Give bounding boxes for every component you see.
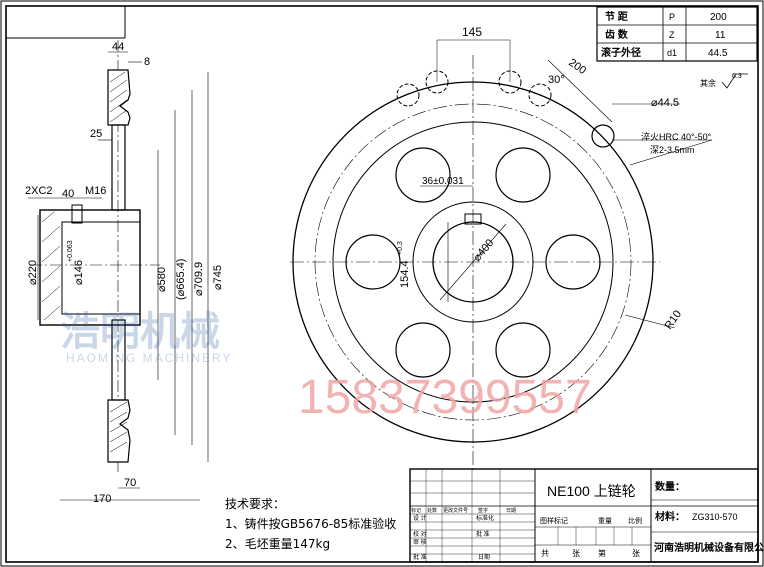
- dim-d745: ⌀745: [212, 265, 224, 290]
- company-watermark: 浩明机械 HAOMING MACHINERY: [60, 309, 232, 365]
- inner-border: [5, 5, 759, 563]
- std-label: 标准化: [476, 514, 494, 522]
- row-check: 校 对: [413, 530, 427, 538]
- svg-text:其余: 其余: [700, 78, 716, 88]
- company-name: 河南浩明机械设备有限公司: [654, 541, 764, 554]
- dim-pitch-145: 145: [462, 25, 482, 39]
- rim-inner-circle: [332, 121, 614, 403]
- material-label: 材料：: [655, 510, 685, 523]
- dim-d580: ⌀580: [156, 267, 168, 292]
- bore-circle: [432, 221, 514, 303]
- front-view: [290, 39, 713, 470]
- title-block-text: NE100 上链轮 数量： 材料： ZG310-570 河南浩明机械设备有限公司…: [411, 480, 764, 561]
- svg-text:6.3: 6.3: [732, 73, 742, 80]
- tech-req-title: 技术要求：: [225, 497, 286, 511]
- row-review: 审 核: [413, 538, 427, 546]
- header-date: 日期: [506, 508, 516, 514]
- scale-label: 比例: [628, 516, 642, 525]
- dim-170: 170: [93, 493, 111, 505]
- header-mark: 标记: [411, 507, 421, 514]
- stage-mark-label: 图样标记: [540, 516, 568, 525]
- header-count: 处数: [427, 507, 437, 514]
- watermark-english: HAOMING MACHINERY: [66, 351, 232, 365]
- dim-8: 8: [144, 56, 150, 68]
- dim-angle: 30°: [548, 74, 565, 86]
- watermark-phone: 15837399557: [298, 371, 592, 424]
- material-value: ZG310-570: [692, 512, 738, 522]
- weight-label: 重量: [598, 517, 612, 525]
- tooth-tip-circle: [292, 81, 654, 443]
- spec-value-teeth: 11: [715, 30, 726, 41]
- tech-req-item-1: 1、铸件按GB5676-85标准验收: [225, 517, 397, 531]
- dim-bore-tol-upper: +0.063: [67, 240, 74, 262]
- page-label: 第: [598, 548, 606, 558]
- keyway: [464, 213, 482, 225]
- roughness-symbol: 其余 6.3: [700, 73, 748, 89]
- dim-bore: ⌀146: [73, 260, 85, 285]
- dim-key-tol: +0.3: [397, 241, 404, 255]
- lightening-hole: [395, 147, 451, 203]
- front-view-dimensions: 145 30° 200 ⌀44.5 淬火HRC 40°-50° 深2-3.5mm…: [397, 25, 712, 332]
- dim-hardening: 淬火HRC 40°-50°: [641, 131, 712, 142]
- header-doc: 更改文件号: [443, 507, 468, 514]
- watermark-company: 浩明机械: [60, 309, 220, 355]
- spec-table-text: 节 距 P 200 齿 数 Z 11 滚子外径 d1 44.5: [601, 10, 728, 59]
- dim-200: 200: [566, 57, 588, 77]
- dim-depth: 深2-3.5mm: [650, 145, 695, 155]
- spec-label-roller: 滚子外径: [601, 46, 641, 59]
- row-design: 设 计: [413, 514, 427, 522]
- dim-70: 70: [124, 477, 136, 489]
- dim-40: 40: [62, 188, 74, 200]
- tech-req-item-2: 2、毛坯重量147kg: [225, 537, 331, 551]
- header-sign: 签字: [478, 507, 488, 514]
- spec-label-pitch: 节 距: [605, 10, 628, 23]
- sheet-label: 张: [572, 549, 580, 558]
- title-block: [409, 468, 759, 563]
- row-approve: 批 准: [413, 553, 427, 561]
- dim-d220: ⌀220: [27, 260, 39, 285]
- total-label: 共: [541, 549, 549, 558]
- spec-table: [596, 6, 758, 62]
- spec-symbol-teeth: Z: [669, 30, 675, 40]
- dim-keyway: 36±0.031: [422, 176, 464, 187]
- technical-requirements: 技术要求： 1、铸件按GB5676-85标准验收 2、毛坯重量147kg: [225, 494, 396, 554]
- dim-thread: M16: [85, 185, 106, 197]
- dim-d709: ⌀709.9: [193, 262, 205, 296]
- dim-radius: R10: [663, 308, 684, 331]
- date-label: 日期: [478, 553, 490, 561]
- spec-symbol-roller: d1: [667, 48, 677, 58]
- quantity-label: 数量：: [655, 480, 685, 493]
- page-suffix: 张: [632, 549, 640, 558]
- lightening-hole: [495, 147, 551, 203]
- spec-value-roller: 44.5: [708, 48, 728, 59]
- lightening-hole: [545, 234, 601, 290]
- spec-value-pitch: 200: [710, 12, 727, 23]
- side-section-view: [28, 40, 209, 501]
- lightening-hole: [395, 322, 451, 378]
- roller-circle: [528, 83, 552, 107]
- spec-symbol-pitch: P: [669, 12, 675, 22]
- dim-25: 25: [90, 128, 102, 140]
- roller-circle: [396, 83, 420, 107]
- dim-44: 44: [112, 41, 124, 53]
- dim-d665: (⌀665.4): [175, 259, 187, 300]
- dim-chamfer: 2XC2: [25, 185, 53, 197]
- dim-key-depth: 154.4: [399, 260, 411, 288]
- dim-d400: ⌀400: [471, 237, 496, 264]
- lightening-hole: [495, 322, 551, 378]
- pitch-circle: [314, 103, 632, 421]
- hub-circle: [412, 201, 534, 323]
- approve-label: 批 准: [476, 530, 490, 538]
- dim-roller: ⌀44.5: [651, 97, 679, 109]
- part-name: NE100 上链轮: [547, 483, 636, 499]
- roller-circle: [591, 124, 615, 148]
- spec-label-teeth: 齿 数: [605, 28, 629, 41]
- lightening-hole: [345, 234, 401, 290]
- side-view-dimensions: 44 8 25 2XC2 40 M16 ⌀220 ⌀146 +0.063 ⌀58…: [25, 41, 224, 505]
